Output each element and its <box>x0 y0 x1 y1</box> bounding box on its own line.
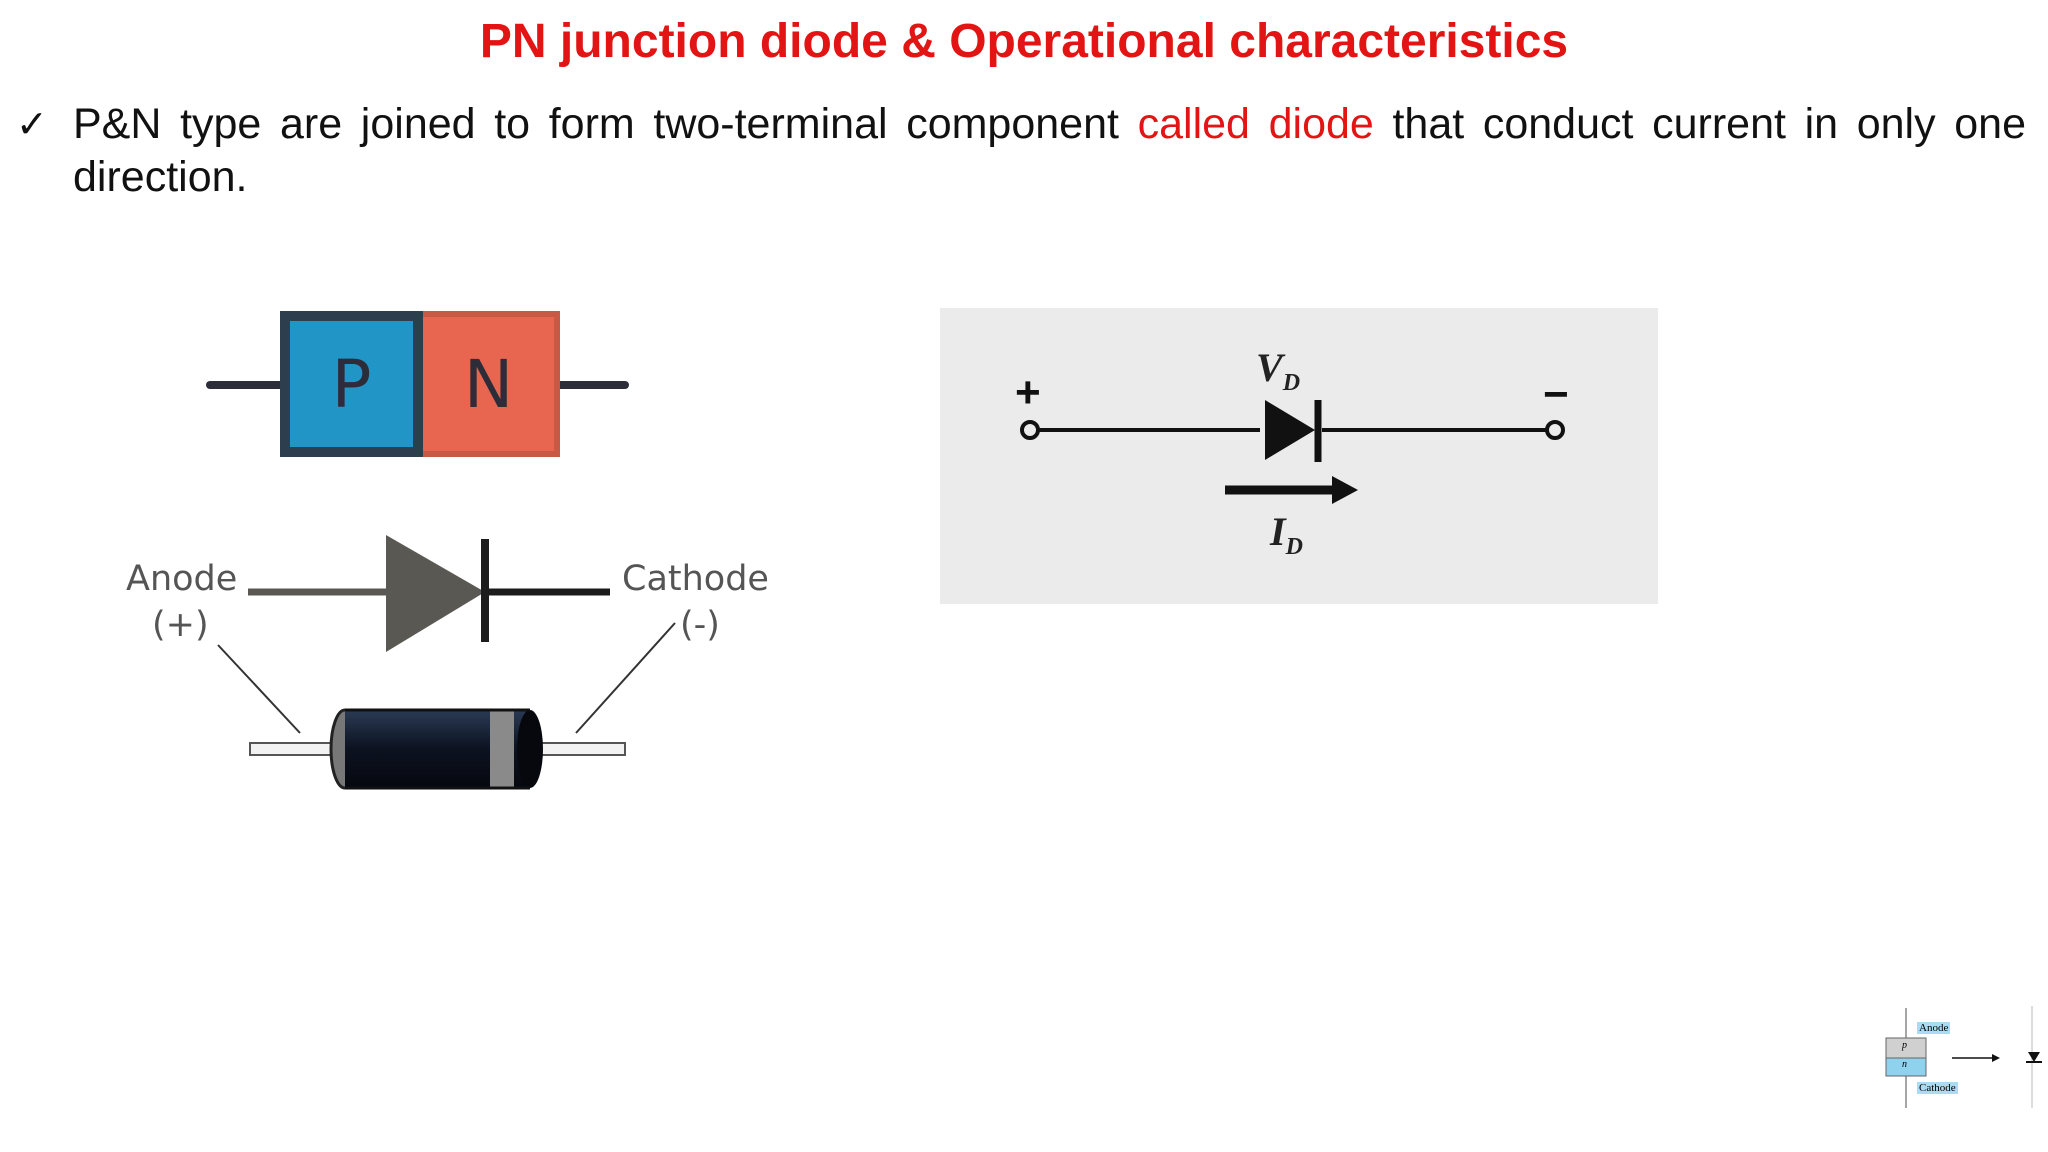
p-region-label: P <box>331 345 372 423</box>
thumbnail-n-label: n <box>1902 1059 1907 1070</box>
slide-title: PN junction diode & Operational characte… <box>479 15 1569 68</box>
plus-sign: + <box>1015 368 1041 417</box>
anode-label: Anode <box>126 559 238 599</box>
bullet-highlight: called diode <box>1137 100 1374 148</box>
cathode-label: Cathode <box>622 559 769 599</box>
thumbnail-p-label: p <box>1902 1040 1907 1051</box>
voltage-symbol: V <box>1256 345 1283 390</box>
current-subscript: D <box>1285 534 1303 560</box>
current-symbol: I <box>1270 509 1286 554</box>
anode-sign: (+) <box>152 605 209 645</box>
voltage-label: VD <box>1256 344 1300 397</box>
thumbnail-anode-label: Anode <box>1917 1022 1951 1034</box>
bullet-text-before: P&N type are joined to form two-terminal… <box>73 100 1138 148</box>
pn-junction-figure: P N <box>205 305 640 465</box>
diode-symbol-figure: Anode (+) Cathode (-) <box>120 525 780 805</box>
minus-sign: − <box>1543 370 1569 419</box>
bullet-text: P&N type are joined to form two-terminal… <box>73 98 2026 204</box>
diode-symbol-svg <box>217 535 676 790</box>
n-region-label: N <box>463 345 514 423</box>
pn-junction-lead-svg <box>206 311 629 457</box>
check-icon: ✓ <box>16 102 48 146</box>
diode-circuit-figure: + − VD ID <box>940 308 1658 604</box>
current-label: ID <box>1270 508 1303 561</box>
bullet-text-after: that conduct current in only one directi… <box>73 100 2026 201</box>
diode-thumbnail: Anode p n Cathode <box>1880 1002 2048 1112</box>
cathode-sign: (-) <box>680 605 720 645</box>
thumbnail-cathode-label: Cathode <box>1917 1082 1958 1094</box>
thumbnail-svg <box>1885 1006 2042 1108</box>
voltage-subscript: D <box>1282 370 1301 396</box>
bullet-item: ✓ P&N type are joined to form two-termin… <box>16 98 2026 204</box>
diode-circuit-svg <box>1020 400 1565 504</box>
